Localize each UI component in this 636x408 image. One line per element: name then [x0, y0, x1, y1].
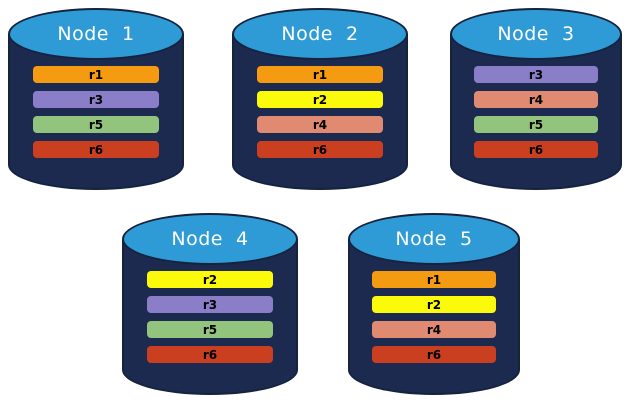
- replica-bar-r1[interactable]: r1: [256, 66, 384, 83]
- replica-label: r3: [202, 297, 218, 312]
- replica-bar-r2[interactable]: r2: [146, 271, 274, 288]
- replica-label: r6: [202, 347, 218, 362]
- cylinder-body: [450, 34, 622, 190]
- replica-bar-r3[interactable]: r3: [474, 66, 598, 83]
- cylinder-top-ellipse: [450, 8, 622, 60]
- replica-label: r5: [88, 117, 104, 132]
- replica-label: r3: [528, 67, 544, 82]
- replica-list: r1 r2 r4 r6: [256, 66, 384, 158]
- replica-bar-r5[interactable]: r5: [32, 116, 160, 133]
- replica-label: r1: [88, 67, 104, 82]
- cylinder-top-ellipse: [122, 213, 298, 265]
- replica-bar-r4[interactable]: r4: [372, 321, 496, 338]
- replica-label: r6: [528, 142, 544, 157]
- cylinder-body: [348, 239, 520, 395]
- replica-bar-r4[interactable]: r4: [256, 116, 384, 133]
- replica-label: r5: [202, 322, 218, 337]
- replica-label: r2: [202, 272, 218, 287]
- replica-bar-r1[interactable]: r1: [372, 271, 496, 288]
- replica-label: r1: [312, 67, 328, 82]
- replica-label: r4: [426, 322, 442, 337]
- replica-list: r1 r2 r4 r6: [372, 271, 496, 363]
- replica-bar-r6[interactable]: r6: [146, 346, 274, 363]
- replica-bar-r5[interactable]: r5: [474, 116, 598, 133]
- replica-label: r4: [528, 92, 544, 107]
- cylinder-top-ellipse: [348, 213, 520, 265]
- replica-label: r1: [426, 272, 442, 287]
- replica-label: r2: [426, 297, 442, 312]
- replica-label: r6: [426, 347, 442, 362]
- replica-label: r5: [528, 117, 544, 132]
- replica-label: r4: [312, 117, 328, 132]
- replica-bar-r3[interactable]: r3: [146, 296, 274, 313]
- replica-bar-r6[interactable]: r6: [32, 141, 160, 158]
- replica-label: r2: [312, 92, 328, 107]
- replica-list: r3 r4 r5 r6: [474, 66, 598, 158]
- replica-label: r6: [88, 142, 104, 157]
- replica-bar-r2[interactable]: r2: [256, 91, 384, 108]
- replica-bar-r6[interactable]: r6: [256, 141, 384, 158]
- replica-label: r6: [312, 142, 328, 157]
- replica-bar-r6[interactable]: r6: [474, 141, 598, 158]
- replica-list: r1 r3 r5 r6: [32, 66, 160, 158]
- replica-label: r3: [88, 92, 104, 107]
- cylinder-top-ellipse: [232, 8, 408, 60]
- replica-bar-r2[interactable]: r2: [372, 296, 496, 313]
- cylinder-body: [232, 34, 408, 190]
- replica-bar-r4[interactable]: r4: [474, 91, 598, 108]
- replica-list: r2 r3 r5 r6: [146, 271, 274, 363]
- replica-bar-r5[interactable]: r5: [146, 321, 274, 338]
- replica-bar-r6[interactable]: r6: [372, 346, 496, 363]
- cylinder-top-ellipse: [8, 8, 184, 60]
- replica-bar-r1[interactable]: r1: [32, 66, 160, 83]
- replica-bar-r3[interactable]: r3: [32, 91, 160, 108]
